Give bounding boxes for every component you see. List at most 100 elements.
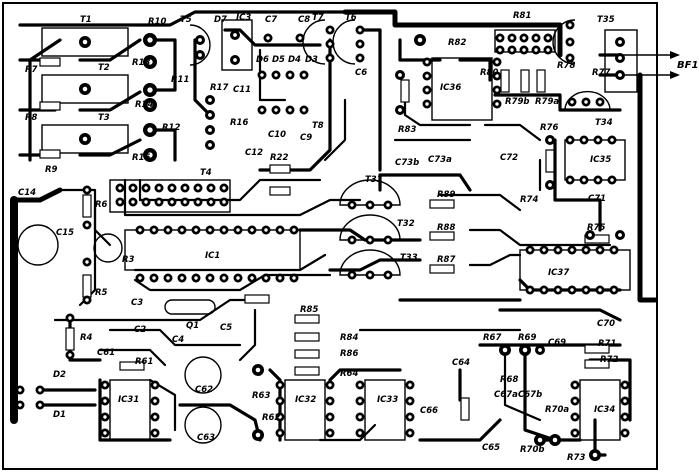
label-r73: R73: [567, 453, 585, 463]
label-r74: R74: [520, 195, 538, 205]
label-c8: C8: [298, 15, 310, 25]
label-r88: R88: [437, 223, 455, 233]
pad-hole: [222, 186, 226, 190]
pad-hole: [498, 36, 502, 40]
pad-hole: [152, 228, 156, 232]
pad-hole: [198, 38, 202, 42]
pad-hole: [196, 186, 200, 190]
label-c71: C71: [588, 194, 606, 204]
label-c67b: C67b: [518, 390, 542, 400]
pad-hole: [222, 228, 226, 232]
pad-hole: [236, 276, 240, 280]
pad-hole: [209, 200, 213, 204]
pad-hole: [153, 399, 157, 403]
pad-hole: [408, 415, 412, 419]
label-d5: D5: [272, 55, 285, 65]
pad-hole: [618, 233, 622, 237]
label-r84: R84: [340, 333, 358, 343]
pad-hole: [610, 178, 614, 182]
label-r67: R67: [483, 333, 501, 343]
pad-hole: [292, 228, 296, 232]
pad-hole: [264, 276, 268, 280]
pad-hole: [618, 56, 622, 60]
pad-hole: [623, 415, 627, 419]
pad-hole: [68, 353, 72, 357]
label-r62: R62: [262, 413, 280, 423]
component-labels: T1 T2 T3 T4 T5 T6 T7 T8 T31 T32 T33 T34 …: [18, 11, 618, 463]
pad-hole: [534, 48, 538, 52]
pad-hole: [495, 88, 499, 92]
pad-hole: [103, 415, 107, 419]
label-t8: T8: [312, 121, 324, 131]
pad-hole: [38, 388, 42, 392]
pad-hole: [570, 288, 574, 292]
pad-hole: [548, 138, 552, 142]
pad-hole: [222, 276, 226, 280]
label-t35: T35: [597, 15, 615, 25]
pad-hole: [612, 248, 616, 252]
pad-hole: [568, 23, 572, 27]
pad-hole: [358, 28, 362, 32]
pad-hole: [568, 56, 572, 60]
pad-hole: [592, 452, 598, 458]
pad-hole: [386, 273, 390, 277]
pad-hole: [528, 248, 532, 252]
pad-hole: [255, 367, 261, 373]
pad-hole: [82, 136, 88, 142]
label-r85: R85: [300, 305, 318, 315]
pad-hole: [584, 100, 588, 104]
pad-hole: [358, 42, 362, 46]
pad-hole: [278, 431, 282, 435]
pad-hole: [548, 183, 552, 187]
pad-hole: [131, 186, 135, 190]
pad-hole: [302, 108, 306, 112]
label-t4: T4: [200, 168, 212, 178]
pad-hole: [408, 399, 412, 403]
label-c12: C12: [245, 148, 263, 158]
label-t2: T2: [98, 63, 110, 73]
label-t7: T7: [312, 13, 324, 23]
pad-hole: [153, 415, 157, 419]
label-r3: R3: [122, 255, 135, 265]
label-c73a: C73a: [428, 155, 452, 165]
pad-hole: [598, 100, 602, 104]
label-d3: D3: [305, 55, 318, 65]
pad-hole: [147, 127, 153, 133]
label-t6: T6: [345, 13, 357, 23]
label-c9: C9: [300, 133, 312, 143]
output-label: BF1: [677, 60, 698, 71]
label-r80: R80: [480, 68, 498, 78]
pad-hole: [278, 276, 282, 280]
pad-hole: [278, 383, 282, 387]
label-t5: T5: [180, 15, 192, 25]
pad-hole: [82, 86, 88, 92]
pad-hole: [198, 53, 202, 57]
pad-hole: [596, 138, 600, 142]
label-r61: R61: [135, 357, 153, 367]
pad-hole: [573, 383, 577, 387]
pad-hole: [584, 288, 588, 292]
label-c10: C10: [268, 130, 286, 140]
pad-hole: [183, 186, 187, 190]
pad-hole: [233, 33, 237, 37]
pad-hole: [542, 288, 546, 292]
label-c4: C4: [172, 335, 184, 345]
pad-hole: [584, 248, 588, 252]
label-ic31: IC31: [118, 395, 139, 405]
pad-hole: [208, 113, 212, 117]
pad-hole: [260, 108, 264, 112]
label-c11: C11: [233, 85, 251, 95]
pad-hole: [425, 88, 429, 92]
resistor-bodies: [39, 57, 610, 421]
label-r78: R78: [557, 61, 575, 71]
pad-hole: [568, 138, 572, 142]
pad-hole: [612, 288, 616, 292]
label-c63: C63: [197, 433, 215, 443]
label-r5: R5: [95, 288, 108, 298]
pad-hole: [417, 37, 423, 43]
pad-hole: [358, 399, 362, 403]
label-r22: R22: [270, 153, 288, 163]
pad-hole: [222, 200, 226, 204]
pad-hole: [546, 36, 550, 40]
pad-hole: [147, 59, 153, 65]
